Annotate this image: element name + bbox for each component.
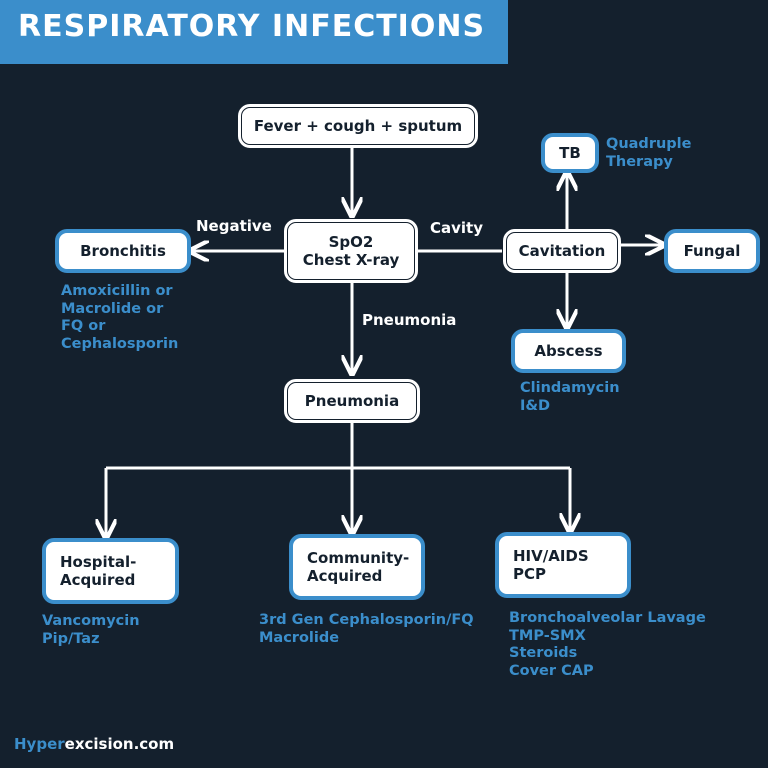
footer-brand[interactable]: Hyperexcision.com [14, 735, 174, 753]
note-line: I&D [520, 397, 551, 414]
note-line: Cephalosporin [61, 335, 179, 352]
note-line: Steroids [509, 645, 578, 661]
node-community-line1: Community- [307, 549, 410, 567]
node-community-line2: Acquired [307, 567, 383, 585]
node-fungal-label: Fungal [683, 242, 741, 260]
node-abscess-label: Abscess [534, 342, 603, 360]
note-line: 3rd Gen Cephalosporin/FQ [259, 612, 474, 628]
node-abscess: Abscess [511, 329, 626, 373]
node-hiv-line2: PCP [513, 565, 546, 583]
node-spo2-chest-xray: SpO2 Chest X-ray [284, 219, 418, 283]
node-bronchitis: Bronchitis [55, 229, 191, 273]
note-hiv-treatment: Bronchoalveolar Lavage TMP-SMX Steroids … [509, 610, 706, 680]
node-community-acquired: Community- Acquired [289, 534, 425, 600]
node-hospital-acquired: Hospital- Acquired [42, 538, 179, 604]
note-line: Pip/Taz [42, 630, 100, 647]
note-line: Clindamycin [520, 380, 620, 396]
note-hospital-treatment: Vancomycin Pip/Taz [42, 613, 140, 648]
note-line: TMP-SMX [509, 627, 586, 644]
note-line: Therapy [606, 153, 673, 170]
node-hiv-line1: HIV/AIDS [513, 547, 589, 565]
node-pneumonia: Pneumonia [284, 379, 420, 423]
edge-label-cavity: Cavity [430, 219, 483, 237]
node-symptoms: Fever + cough + sputum [238, 104, 478, 148]
footer-brand-part2: excision.com [64, 735, 175, 753]
node-hospital-line1: Hospital- [60, 553, 137, 571]
note-line: Macrolide [259, 629, 340, 646]
note-line: Quadruple [606, 136, 692, 152]
note-bronchitis-treatment: Amoxicillin or Macrolide or FQ or Cephal… [61, 283, 178, 353]
note-line: Cover CAP [509, 662, 594, 679]
page-title: RESPIRATORY INFECTIONS [18, 9, 486, 44]
edge-label-negative: Negative [196, 217, 272, 235]
node-xray-line2: Chest X-ray [302, 251, 400, 269]
node-bronchitis-label: Bronchitis [80, 242, 166, 260]
node-fungal: Fungal [664, 229, 760, 273]
node-cavitation: Cavitation [503, 229, 621, 273]
node-tb-label: TB [559, 144, 581, 162]
note-line: Bronchoalveolar Lavage [509, 610, 706, 626]
note-abscess-treatment: Clindamycin I&D [520, 380, 620, 415]
note-line: FQ or [61, 318, 106, 334]
node-cavitation-label: Cavitation [518, 242, 606, 260]
node-symptoms-label: Fever + cough + sputum [253, 117, 463, 135]
node-hiv-pcp: HIV/AIDS PCP [495, 532, 631, 598]
note-line: Macrolide or [61, 300, 164, 317]
edge-label-pneumonia: Pneumonia [362, 311, 457, 329]
node-hospital-line2: Acquired [60, 571, 136, 589]
title-banner: RESPIRATORY INFECTIONS [0, 0, 508, 64]
note-line: Amoxicillin or [61, 283, 173, 299]
footer-brand-part1: Hyper [14, 735, 65, 753]
note-community-treatment: 3rd Gen Cephalosporin/FQ Macrolide [259, 612, 474, 647]
node-xray-line1: SpO2 [328, 233, 374, 251]
node-pneumonia-label: Pneumonia [304, 392, 400, 410]
node-tb: TB [541, 133, 599, 173]
note-tb-treatment: Quadruple Therapy [606, 136, 691, 171]
note-line: Vancomycin [42, 613, 140, 629]
